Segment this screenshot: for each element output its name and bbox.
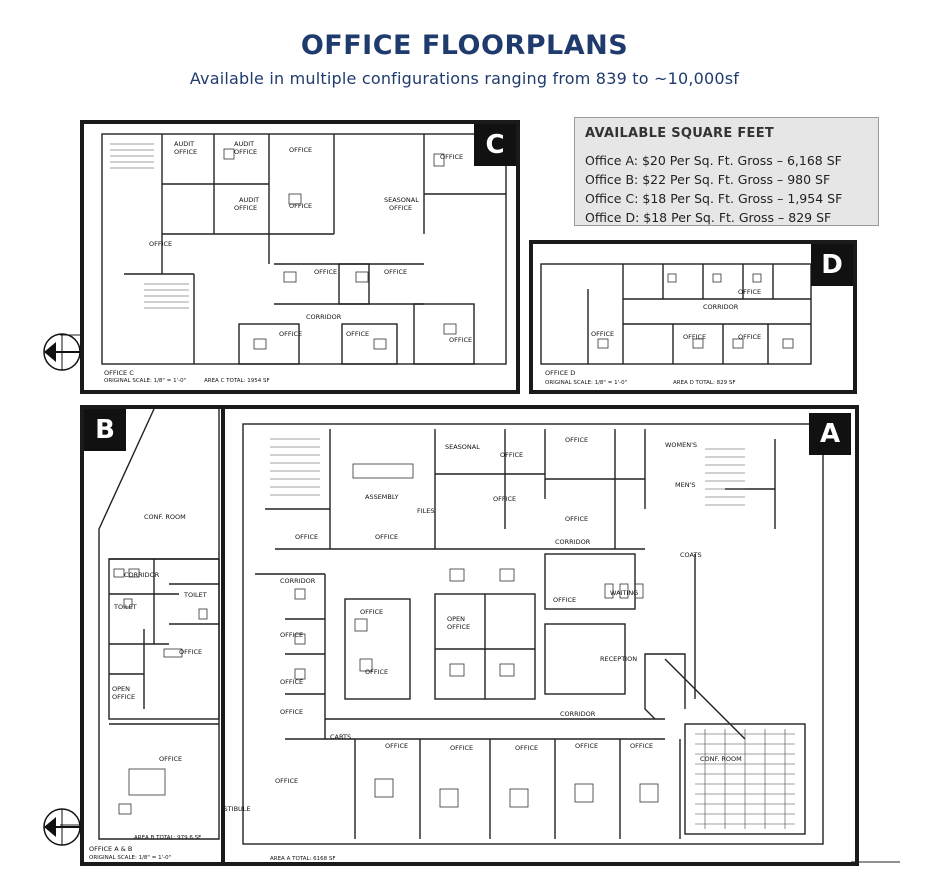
- svg-text:OFFICE: OFFICE: [447, 623, 470, 631]
- svg-text:CORRIDOR: CORRIDOR: [703, 303, 739, 311]
- svg-text:OFFICE: OFFICE: [279, 330, 302, 338]
- north-arrow-icon: [43, 808, 81, 846]
- svg-text:OFFICE: OFFICE: [630, 742, 653, 750]
- svg-text:AUDIT: AUDIT: [234, 140, 254, 148]
- svg-text:OFFICE: OFFICE: [683, 333, 706, 341]
- floorplan-a-drawing: SEASONAL OFFICE OFFICE WOMEN'S MEN'S ASS…: [225, 423, 824, 862]
- d-office-name: OFFICE D: [545, 369, 575, 377]
- svg-text:OFFICE: OFFICE: [295, 533, 318, 541]
- svg-text:FILES: FILES: [417, 507, 435, 515]
- svg-text:OFFICE: OFFICE: [289, 146, 312, 154]
- svg-text:OFFICE: OFFICE: [575, 742, 598, 750]
- svg-text:OFFICE: OFFICE: [493, 495, 516, 503]
- svg-text:OFFICE: OFFICE: [565, 436, 588, 444]
- svg-text:MEN'S: MEN'S: [675, 481, 696, 489]
- svg-text:OFFICE: OFFICE: [174, 148, 197, 156]
- svg-text:OFFICE: OFFICE: [179, 648, 202, 656]
- c-area-total: AREA C TOTAL: 1954 SF: [204, 378, 270, 384]
- badge-b: B: [84, 409, 126, 451]
- svg-text:OPEN: OPEN: [447, 615, 465, 623]
- svg-text:OFFICE: OFFICE: [360, 608, 383, 616]
- svg-text:OFFICE: OFFICE: [280, 678, 303, 686]
- svg-text:WOMEN'S: WOMEN'S: [665, 441, 697, 449]
- svg-text:OFFICE: OFFICE: [738, 333, 761, 341]
- svg-text:OFFICE: OFFICE: [591, 330, 614, 338]
- badge-c: C: [474, 124, 516, 166]
- svg-text:OFFICE: OFFICE: [384, 268, 407, 276]
- floorplan-d: OFFICE CORRIDOR OFFICE OFFICE OFFICE OFF…: [529, 240, 857, 394]
- page-subtitle: Available in multiple configurations ran…: [189, 69, 740, 88]
- svg-text:ASSEMBLY: ASSEMBLY: [365, 493, 399, 501]
- svg-text:CORRIDOR: CORRIDOR: [306, 313, 342, 321]
- svg-text:OFFICE: OFFICE: [346, 330, 369, 338]
- north-arrow-icon: [43, 333, 81, 371]
- svg-text:SEASONAL: SEASONAL: [384, 196, 419, 204]
- available-line-d: Office D: $18 Per Sq. Ft. Gross – 829 SF: [585, 210, 832, 225]
- b-scale-note: ORIGINAL SCALE: 1/8" = 1'-0": [89, 855, 171, 861]
- svg-text:AUDIT: AUDIT: [174, 140, 194, 148]
- svg-text:OFFICE: OFFICE: [234, 204, 257, 212]
- svg-text:OFFICE: OFFICE: [515, 744, 538, 752]
- svg-text:COATS: COATS: [680, 551, 702, 559]
- floorplan-a: SEASONAL OFFICE OFFICE WOMEN'S MEN'S ASS…: [221, 405, 859, 866]
- d-scale-note: ORIGINAL SCALE: 1/8" = 1'-0": [545, 380, 627, 386]
- svg-text:AUDIT: AUDIT: [239, 196, 259, 204]
- svg-text:OFFICE: OFFICE: [389, 204, 412, 212]
- c-office-name: OFFICE C: [104, 369, 134, 377]
- floorplan-b-drawing: CONF. ROOM CORRIDOR TOILET TOILET OFFICE…: [89, 409, 220, 861]
- b-area-total: AREA B TOTAL: 979.6 SF: [134, 835, 201, 841]
- svg-text:OFFICE: OFFICE: [500, 451, 523, 459]
- svg-text:OFFICE: OFFICE: [553, 596, 576, 604]
- svg-text:OPEN: OPEN: [112, 685, 130, 693]
- svg-text:CARTS: CARTS: [330, 733, 351, 741]
- badge-a: A: [809, 413, 851, 455]
- svg-text:OFFICE: OFFICE: [450, 744, 473, 752]
- svg-text:CORRIDOR: CORRIDOR: [560, 710, 596, 718]
- svg-text:OFFICE: OFFICE: [738, 288, 761, 296]
- svg-text:OFFICE: OFFICE: [289, 202, 312, 210]
- svg-text:OFFICE: OFFICE: [449, 336, 472, 344]
- svg-text:RECEPTION: RECEPTION: [600, 655, 637, 663]
- svg-text:CORRIDOR: CORRIDOR: [280, 577, 316, 585]
- svg-text:WAITING: WAITING: [610, 589, 638, 597]
- badge-d: D: [811, 244, 853, 286]
- available-line-c: Office C: $18 Per Sq. Ft. Gross – 1,954 …: [585, 191, 843, 206]
- c-scale-note: ORIGINAL SCALE: 1/8" = 1'-0": [104, 378, 186, 384]
- svg-text:TOILET: TOILET: [113, 603, 137, 611]
- available-line-a: Office A: $20 Per Sq. Ft. Gross – 6,168 …: [585, 153, 842, 168]
- svg-text:OFFICE: OFFICE: [234, 148, 257, 156]
- svg-text:OFFICE: OFFICE: [375, 533, 398, 541]
- available-square-feet-box: AVAILABLE SQUARE FEET Office A: $20 Per …: [574, 117, 879, 226]
- svg-text:OFFICE: OFFICE: [280, 708, 303, 716]
- svg-text:OFFICE: OFFICE: [314, 268, 337, 276]
- svg-text:OFFICE: OFFICE: [385, 742, 408, 750]
- svg-text:OFFICE: OFFICE: [159, 755, 182, 763]
- a-area-total: AREA A TOTAL: 6168 SF: [270, 856, 336, 862]
- svg-text:VESTIBULE: VESTIBULE: [225, 805, 251, 813]
- d-area-total: AREA D TOTAL: 829 SF: [673, 380, 736, 386]
- page-title: OFFICE FLOORPLANS: [300, 30, 629, 61]
- svg-text:TOILET: TOILET: [183, 591, 207, 599]
- b-office-name: OFFICE A & B: [89, 845, 132, 853]
- svg-text:CONF. ROOM: CONF. ROOM: [144, 513, 186, 521]
- svg-text:OFFICE: OFFICE: [275, 777, 298, 785]
- svg-text:SEASONAL: SEASONAL: [445, 443, 480, 451]
- svg-text:CORRIDOR: CORRIDOR: [124, 571, 160, 579]
- svg-text:OFFICE: OFFICE: [280, 631, 303, 639]
- svg-text:OFFICE: OFFICE: [112, 693, 135, 701]
- svg-text:OFFICE: OFFICE: [440, 153, 463, 161]
- svg-text:CORRIDOR: CORRIDOR: [555, 538, 591, 546]
- floorplan-d-drawing: OFFICE CORRIDOR OFFICE OFFICE OFFICE OFF…: [540, 263, 812, 386]
- available-title: AVAILABLE SQUARE FEET: [585, 126, 775, 141]
- available-line-b: Office B: $22 Per Sq. Ft. Gross – 980 SF: [585, 172, 831, 187]
- svg-text:OFFICE: OFFICE: [565, 515, 588, 523]
- svg-text:OFFICE: OFFICE: [365, 668, 388, 676]
- svg-text:CONF. ROOM: CONF. ROOM: [700, 755, 742, 763]
- svg-text:OFFICE: OFFICE: [149, 240, 172, 248]
